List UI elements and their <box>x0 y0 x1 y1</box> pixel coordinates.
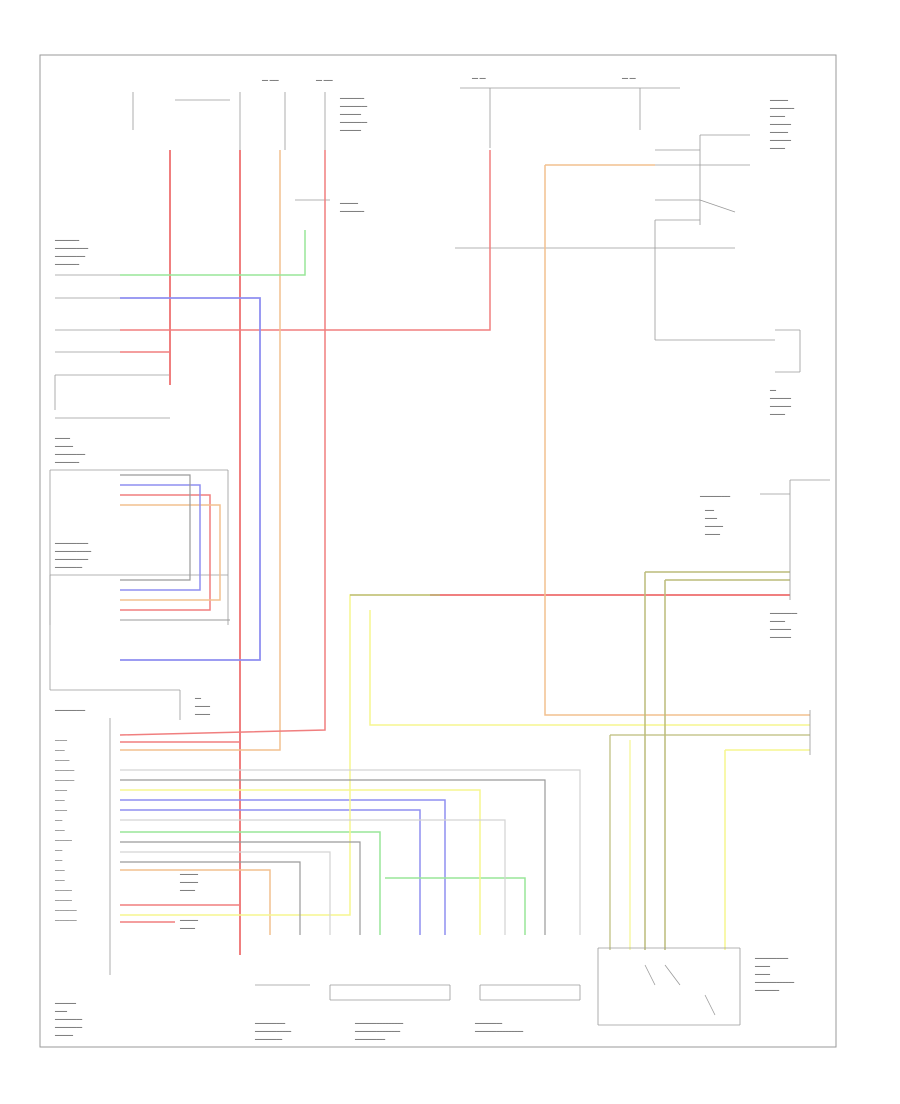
svg-text:━━━━━━: ━━━━━━ <box>54 444 74 450</box>
svg-text:━━━━━: ━━━━━ <box>179 926 196 932</box>
svg-text:━━━━━: ━━━━━ <box>769 114 786 120</box>
svg-text:━━━━━━━━━━━: ━━━━━━━━━━━ <box>54 246 89 252</box>
svg-text:━━━━━: ━━━━━ <box>179 888 196 894</box>
svg-text:━━━━━━: ━━━━━━ <box>179 918 199 924</box>
svg-text:━━━━━━━━: ━━━━━━━━ <box>339 209 365 215</box>
svg-text:━━━: ━━━ <box>54 848 63 853</box>
svg-text:━━━━━━━: ━━━━━━━ <box>339 128 362 134</box>
svg-text:━━ ━━: ━━ ━━ <box>621 76 637 82</box>
svg-text:━━━━━━━━━━━━━: ━━━━━━━━━━━━━ <box>754 980 795 986</box>
colored-wires <box>119 150 810 955</box>
svg-text:━━━━━━━━━━: ━━━━━━━━━━ <box>254 1021 286 1027</box>
svg-text:━━━━━: ━━━━━ <box>754 972 771 978</box>
svg-text:━━━━━━━━: ━━━━━━━━ <box>54 768 75 773</box>
svg-text:━━━━━━━: ━━━━━━━ <box>54 888 72 893</box>
top-fuse-area: ━━ ━━━ ━━ ━━━ ━━━━━━━━ ━━━━━━━━━ ━━━━━━━… <box>132 76 801 418</box>
svg-text:━━━━: ━━━━ <box>54 748 65 753</box>
svg-text:━━━━━: ━━━━━ <box>704 532 721 538</box>
bottom-actuators: ━━━━━━━━━━ ━━━━━━━━━━━━ ━━━━━━━━━ ━━━━━━… <box>254 947 795 1043</box>
svg-text:━━━━━━━━━: ━━━━━━━━━ <box>769 611 798 617</box>
svg-text:━━━━━━━━━: ━━━━━━━━━ <box>474 1021 503 1027</box>
svg-text:━━━━━━━━━: ━━━━━━━━━ <box>254 1037 283 1043</box>
svg-text:━━━━: ━━━━ <box>54 878 65 883</box>
svg-text:━━━━━━━━━━: ━━━━━━━━━━ <box>54 452 86 458</box>
svg-text:━━━━━: ━━━━━ <box>54 788 68 793</box>
svg-text:━━━━━━: ━━━━━━ <box>54 758 70 763</box>
svg-text:━━━━━: ━━━━━ <box>194 712 211 718</box>
svg-text:━━━━━━━━━: ━━━━━━━━━ <box>54 1017 83 1023</box>
svg-text:━━━━━━━━━━━━: ━━━━━━━━━━━━ <box>254 1029 292 1035</box>
svg-text:━━━━━━: ━━━━━━ <box>179 880 199 886</box>
svg-text:━━━━━━━━: ━━━━━━━━ <box>754 988 780 994</box>
svg-text:━━━━━━: ━━━━━━ <box>339 201 359 207</box>
svg-text:━━━━━━━: ━━━━━━━ <box>769 122 792 128</box>
svg-text:━━━: ━━━ <box>704 508 715 514</box>
svg-text:━━━━━━: ━━━━━━ <box>179 872 199 878</box>
svg-text:━━━━: ━━━━ <box>54 798 65 803</box>
svg-text:━━━━━: ━━━━━ <box>769 619 786 625</box>
svg-text:━━━━━━━━━━━: ━━━━━━━━━━━ <box>754 956 789 962</box>
svg-text:━━━━━━━━━━: ━━━━━━━━━━ <box>354 1037 386 1043</box>
svg-text:━━━━━: ━━━━━ <box>194 704 211 710</box>
svg-text:━━━━━━━━━: ━━━━━━━━━ <box>54 918 77 923</box>
svg-text:━━━━━━━━: ━━━━━━━━ <box>54 460 80 466</box>
svg-text:━━━━━━━━: ━━━━━━━━ <box>769 106 795 112</box>
svg-text:━━━━━: ━━━━━ <box>769 146 786 152</box>
svg-text:━━━━━━: ━━━━━━ <box>54 1033 74 1039</box>
svg-text:━━━━: ━━━━ <box>704 516 718 522</box>
svg-text:━━━━━━━━━━━━━━━: ━━━━━━━━━━━━━━━ <box>354 1029 401 1035</box>
svg-text:━━━━━━━━━━━: ━━━━━━━━━━━ <box>54 541 89 547</box>
diagram-frame <box>39 54 837 1048</box>
svg-text:━━ ━━━: ━━ ━━━ <box>315 78 334 84</box>
svg-text:━━━: ━━━ <box>54 858 63 863</box>
svg-text:━━━━━: ━━━━━ <box>754 964 771 970</box>
svg-text:━━━━━━━: ━━━━━━━ <box>54 838 72 843</box>
svg-text:━━━━: ━━━━ <box>54 1009 68 1015</box>
svg-text:━━━━━: ━━━━━ <box>54 808 68 813</box>
svg-text:━━━━━━━━: ━━━━━━━━ <box>54 238 80 244</box>
svg-text:━━━━━━━━: ━━━━━━━━ <box>54 262 80 268</box>
svg-text:━━━━━━: ━━━━━━ <box>769 98 789 104</box>
svg-text:━━━━━━━: ━━━━━━━ <box>769 404 792 410</box>
right-sensors: ━━━━━━━━━━ ━━━ ━━━━ ━━━━━━ ━━━━━ ━━━━━━━… <box>699 479 830 755</box>
svg-text:━━━━━━━━━━━: ━━━━━━━━━━━ <box>54 557 89 563</box>
svg-text:━━: ━━ <box>194 696 202 702</box>
svg-text:━━━━━━: ━━━━━━ <box>769 130 789 136</box>
svg-text:━━━━━━━: ━━━━━━━ <box>769 627 792 633</box>
svg-text:━━━━━━━━━: ━━━━━━━━━ <box>339 120 368 126</box>
svg-text:━━━━━━━━━━: ━━━━━━━━━━ <box>54 254 86 260</box>
svg-text:━━ ━━━: ━━ ━━━ <box>261 78 280 84</box>
svg-text:━━━━━: ━━━━━ <box>54 436 71 442</box>
svg-text:━━━: ━━━ <box>54 818 63 823</box>
svg-text:━━━━━━━: ━━━━━━━ <box>769 396 792 402</box>
svg-text:━━━━━━━: ━━━━━━━ <box>339 112 362 118</box>
svg-text:━━━━━━━━━━━━━━━━: ━━━━━━━━━━━━━━━━ <box>354 1021 404 1027</box>
svg-text:━━━━━━━━━━: ━━━━━━━━━━ <box>699 494 731 500</box>
svg-text:━━━━━━━: ━━━━━━━ <box>54 898 72 903</box>
svg-text:━━━━━━━━━━━━: ━━━━━━━━━━━━ <box>54 549 92 555</box>
svg-text:━━━━━━━━━: ━━━━━━━━━ <box>54 565 83 571</box>
svg-text:━━━━━━━━━: ━━━━━━━━━ <box>339 104 368 110</box>
svg-text:━━━━━━━━: ━━━━━━━━ <box>339 96 365 102</box>
svg-text:━━━━━━: ━━━━━━ <box>704 524 724 530</box>
svg-text:━━━━━━━━━━: ━━━━━━━━━━ <box>54 708 86 714</box>
svg-text:━━━━━━━━: ━━━━━━━━ <box>54 778 75 783</box>
svg-text:━━━━━: ━━━━━ <box>54 738 68 743</box>
ecu-pin-list: ━━━━━ ━━━━ ━━━━━━ ━━━━━━━━ ━━━━━━━━ ━━━━… <box>54 738 199 1039</box>
svg-text:━━━━━━━: ━━━━━━━ <box>54 1001 77 1007</box>
svg-text:━━ ━━: ━━ ━━ <box>471 76 487 82</box>
svg-text:━━━━━━━: ━━━━━━━ <box>769 138 792 144</box>
svg-text:━━━━━━━━━━━━━━━━: ━━━━━━━━━━━━━━━━ <box>474 1029 524 1035</box>
svg-text:━━━━━━━━━: ━━━━━━━━━ <box>54 1025 83 1031</box>
svg-text:━━━━: ━━━━ <box>54 828 65 833</box>
svg-text:━━━━━: ━━━━━ <box>769 412 786 418</box>
left-connectors: ━━━━━━━━ ━━━━━━━━━━━ ━━━━━━━━━━ ━━━━━━━━… <box>49 238 229 975</box>
svg-text:━━━━━━━: ━━━━━━━ <box>769 635 792 641</box>
svg-text:━━━━: ━━━━ <box>54 868 65 873</box>
svg-text:━━━━━━━━━: ━━━━━━━━━ <box>54 908 77 913</box>
svg-text:━━: ━━ <box>769 388 777 394</box>
